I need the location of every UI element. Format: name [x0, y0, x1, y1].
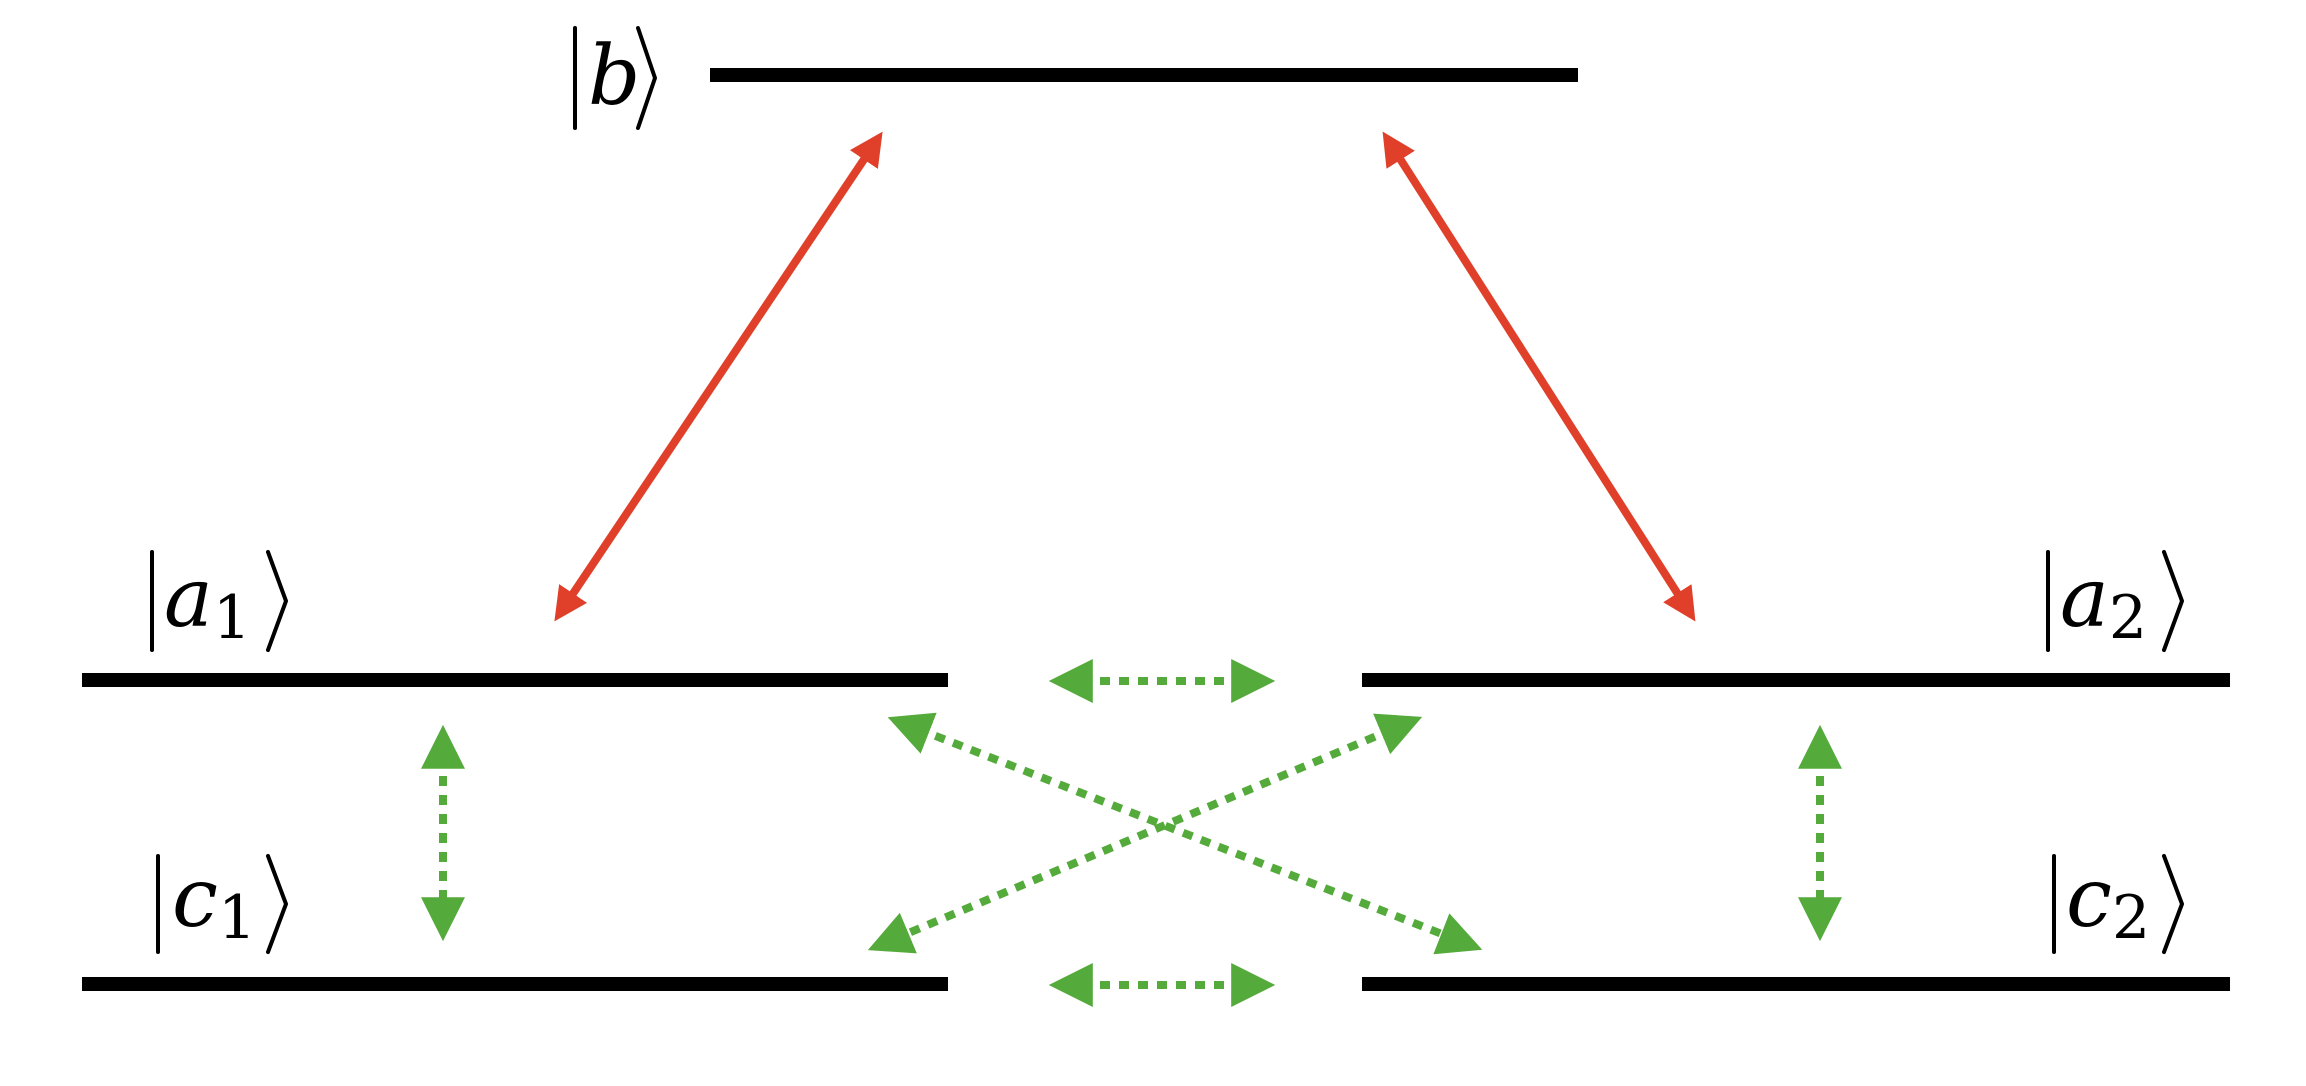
ket-label-a1: a1 — [150, 550, 288, 653]
svg-text:a1: a1 — [164, 551, 251, 653]
svg-text:c2: c2 — [2066, 851, 2150, 953]
state-symbol: c — [2066, 851, 2112, 946]
coupling-a2-c1 — [867, 713, 1423, 954]
ket-label-c2: c2 — [2052, 851, 2184, 954]
state-symbol: a — [164, 551, 213, 646]
coupling-a1-c2 — [887, 712, 1483, 955]
state-subscript: 1 — [213, 583, 251, 653]
state-symbol: b — [588, 29, 641, 124]
ket-label-c1: c1 — [156, 851, 288, 954]
coupling-b-a2 — [1382, 131, 1696, 622]
state-symbol: c — [172, 851, 218, 946]
svg-text:b: b — [588, 29, 641, 124]
weak-couplings — [421, 659, 1842, 1007]
strong-couplings — [554, 131, 1696, 622]
svg-text:a2: a2 — [2060, 551, 2147, 653]
state-subscript: 2 — [2112, 883, 2150, 953]
state-subscript: 1 — [218, 883, 256, 953]
ket-label-a2: a2 — [2046, 550, 2184, 653]
state-subscript: 2 — [2109, 583, 2147, 653]
svg-text:c1: c1 — [172, 851, 256, 953]
coupling-b-a1 — [554, 131, 883, 622]
ket-label-b: b — [573, 26, 657, 130]
state-symbol: a — [2060, 551, 2109, 646]
